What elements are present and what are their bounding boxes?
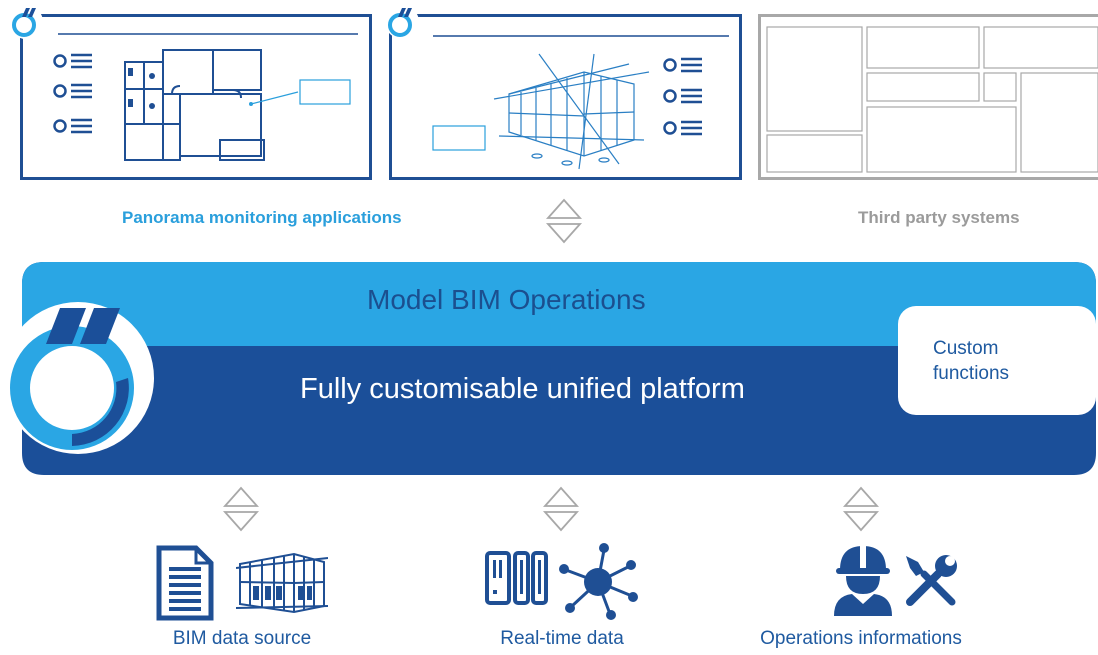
panorama-apps-label: Panorama monitoring applications [122,208,402,227]
tools-icon [902,552,960,610]
platform-logo-icon [0,296,160,456]
screen-3d-building [389,14,742,180]
source-label-operations: Operations informations [760,628,962,649]
custom-functions-line2: functions [933,363,1010,384]
source-label-bim: BIM data source [172,628,312,649]
screen-floorplan [20,14,372,180]
screen-third-party [758,14,1098,180]
controller-icon [484,550,550,606]
custom-functions-label: Custom functions [933,336,1009,386]
platform-title: Model BIM Operations [367,284,646,315]
document-icon [156,545,214,621]
building-icon [236,548,328,614]
worker-icon [832,542,894,616]
logo-badge-icon [8,4,44,40]
double-arrow-icon [542,486,580,532]
custom-functions-line1: Custom [933,338,999,359]
logo-badge-icon [384,4,420,40]
double-arrow-icon [842,486,880,532]
third-party-label: Third party systems [858,208,1020,227]
platform-band [22,262,1096,475]
double-arrow-icon [545,198,583,244]
double-arrow-icon [222,486,260,532]
platform-subtitle: Fully customisable unified platform [300,373,745,405]
network-icon [558,540,638,620]
source-label-realtime: Real-time data [500,628,624,649]
